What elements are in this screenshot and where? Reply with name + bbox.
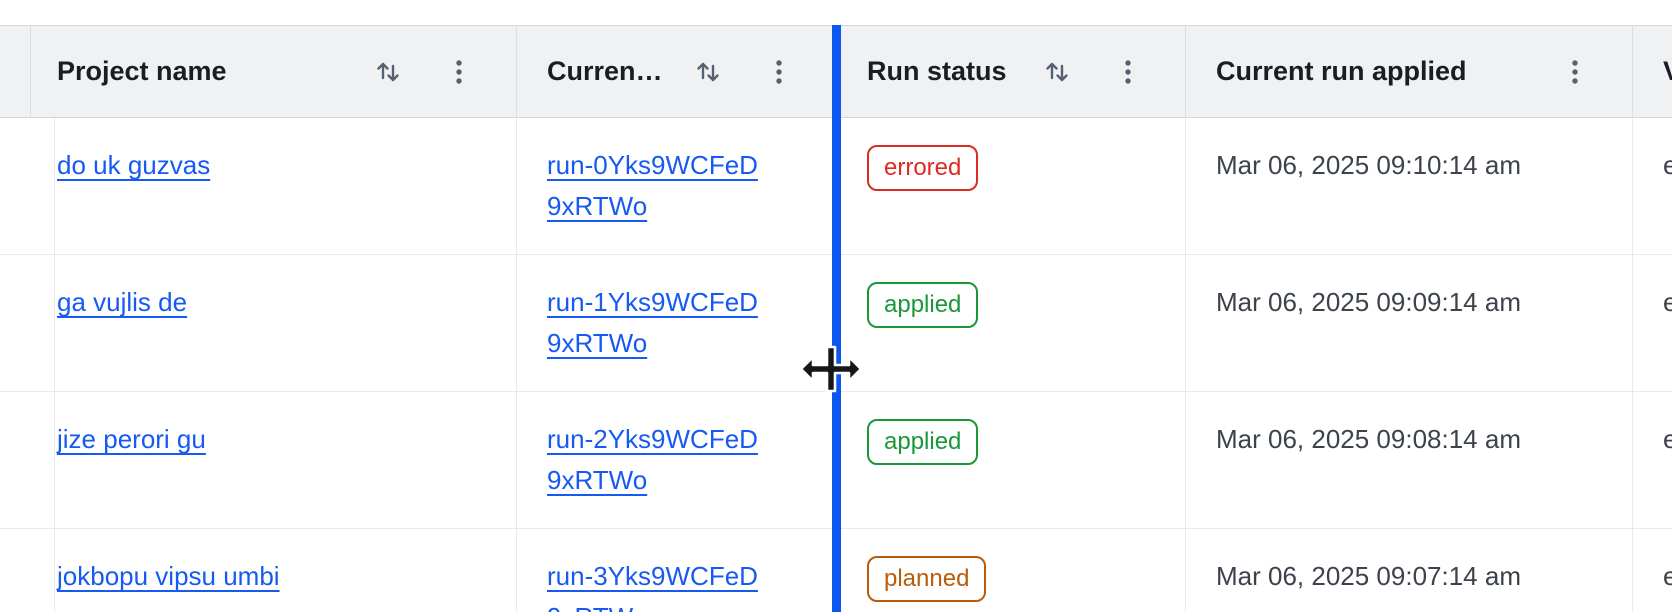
status-badge: errored bbox=[867, 145, 979, 191]
run-link[interactable]: run-2Yks9WCFeD 9xRTWo bbox=[547, 419, 812, 501]
header-cell-current-run-applied[interactable]: Current run applied bbox=[1186, 26, 1633, 117]
run-link[interactable]: run-3Yks9WCFeD 9xRTWo bbox=[547, 556, 812, 612]
column-title: Curren… bbox=[547, 56, 663, 86]
cell-run-status: planned bbox=[837, 529, 1186, 612]
column-menu-icon[interactable] bbox=[1113, 57, 1143, 87]
cell-clipped: e bbox=[1663, 424, 1672, 454]
cell-clipped: e bbox=[1663, 150, 1672, 180]
cell-clipped: e bbox=[1663, 561, 1672, 591]
cell-run-status: applied bbox=[837, 255, 1186, 391]
header-cell-stub bbox=[0, 26, 31, 117]
cell-project-name: jize perori gu bbox=[27, 392, 517, 528]
run-id-line-1: run-3Yks9WCFeD bbox=[547, 561, 758, 591]
column-title: Current run applied bbox=[1216, 56, 1467, 86]
run-id-line-2: 9xRTWo bbox=[547, 465, 648, 495]
run-id-line-1: run-1Yks9WCFeD bbox=[547, 287, 758, 317]
cell-current-run-applied: Mar 06, 2025 09:07:14 am bbox=[1186, 529, 1633, 612]
cell-run-status: applied bbox=[837, 392, 1186, 528]
header-cell-run-status[interactable]: Run status bbox=[837, 26, 1186, 117]
cell-stub bbox=[0, 529, 55, 612]
sort-icon[interactable] bbox=[1042, 57, 1072, 87]
header-cell-clipped[interactable]: V bbox=[1633, 26, 1672, 117]
cell-project-name: jokbopu vipsu umbi bbox=[27, 529, 517, 612]
sort-icon[interactable] bbox=[373, 57, 403, 87]
status-badge: applied bbox=[867, 282, 979, 328]
cell-current-run-applied: Mar 06, 2025 09:08:14 am bbox=[1186, 392, 1633, 528]
sort-icon[interactable] bbox=[693, 57, 723, 87]
column-title: Run status bbox=[867, 56, 1007, 86]
column-menu-icon[interactable] bbox=[1560, 57, 1590, 87]
column-title: V bbox=[1663, 56, 1672, 87]
run-id-line-2: 9xRTWo bbox=[547, 191, 648, 221]
cell-current-run-applied: Mar 06, 2025 09:09:14 am bbox=[1186, 255, 1633, 391]
status-badge: applied bbox=[867, 419, 979, 465]
cell-current-run-applied: Mar 06, 2025 09:10:14 am bbox=[1186, 118, 1633, 254]
cell-stub bbox=[0, 255, 55, 391]
column-resize-indicator[interactable] bbox=[832, 25, 841, 612]
cell-current-run: run-3Yks9WCFeD 9xRTWo bbox=[517, 529, 837, 612]
cell-project-name: ga vujlis de bbox=[27, 255, 517, 391]
cell-stub bbox=[0, 118, 55, 254]
column-menu-icon[interactable] bbox=[444, 57, 474, 87]
run-id-line-2: 9xRTWo bbox=[547, 597, 812, 612]
project-link[interactable]: jokbopu vipsu umbi bbox=[57, 561, 280, 591]
run-id-line-2: 9xRTWo bbox=[547, 328, 648, 358]
column-title: Project name bbox=[57, 56, 227, 86]
cell-stub bbox=[0, 392, 55, 528]
run-link[interactable]: run-1Yks9WCFeD 9xRTWo bbox=[547, 282, 812, 364]
cell-clipped: e bbox=[1663, 287, 1672, 317]
cell-run-status: errored bbox=[837, 118, 1186, 254]
run-id-line-1: run-0Yks9WCFeD bbox=[547, 150, 758, 180]
cell-project-name: do uk guzvas bbox=[27, 118, 517, 254]
project-link[interactable]: ga vujlis de bbox=[57, 287, 188, 317]
project-link[interactable]: jize perori gu bbox=[57, 424, 206, 454]
cell-current-run: run-2Yks9WCFeD 9xRTWo bbox=[517, 392, 837, 528]
header-cell-current-run[interactable]: Curren… bbox=[517, 26, 837, 117]
run-id-line-1: run-2Yks9WCFeD bbox=[547, 424, 758, 454]
run-link[interactable]: run-0Yks9WCFeD 9xRTWo bbox=[547, 145, 812, 227]
column-menu-icon[interactable] bbox=[764, 57, 794, 87]
status-badge: planned bbox=[867, 556, 987, 602]
header-cell-project-name[interactable]: Project name bbox=[27, 26, 517, 117]
project-link[interactable]: do uk guzvas bbox=[57, 150, 211, 180]
cell-current-run: run-0Yks9WCFeD 9xRTWo bbox=[517, 118, 837, 254]
cell-current-run: run-1Yks9WCFeD 9xRTWo bbox=[517, 255, 837, 391]
